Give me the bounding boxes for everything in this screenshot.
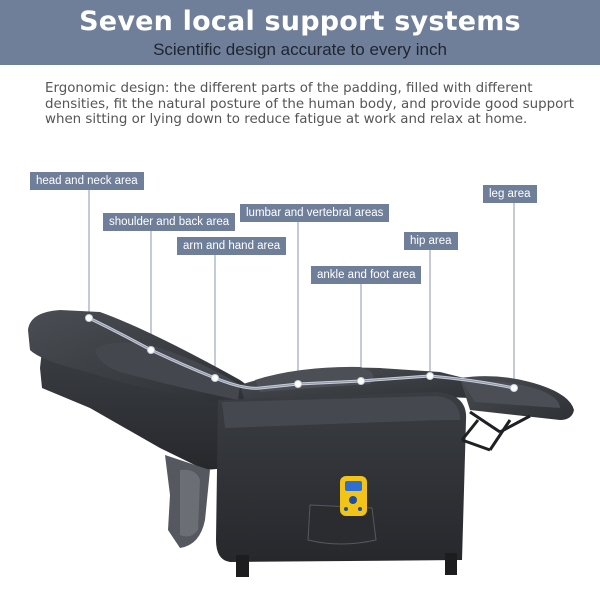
label-hip: hip area <box>404 232 458 250</box>
banner-title: Seven local support systems <box>79 6 521 37</box>
label-lumbar-and-vertebral: lumbar and vertebral areas <box>240 204 390 222</box>
support-point-hip <box>427 373 433 379</box>
support-point-lumbar <box>295 381 301 387</box>
label-ankle-and-foot: ankle and foot area <box>311 266 422 284</box>
label-head-and-neck: head and neck area <box>30 172 144 190</box>
label-arm-and-hand: arm and hand area <box>177 237 287 255</box>
support-point-arm <box>212 375 218 381</box>
support-point-shoulder <box>148 347 154 353</box>
support-point-ankle <box>358 378 364 384</box>
label-leg: leg area <box>483 185 537 203</box>
support-point-head <box>86 315 92 321</box>
support-point-leg <box>511 385 517 391</box>
massage-remote-icon <box>340 476 367 516</box>
label-shoulder-and-back: shoulder and back area <box>103 213 236 231</box>
header-banner: Seven local support systems Scientific d… <box>0 0 600 65</box>
banner-subtitle: Scientific design accurate to every inch <box>153 40 447 59</box>
description-text: Ergonomic design: the different parts of… <box>45 81 575 128</box>
